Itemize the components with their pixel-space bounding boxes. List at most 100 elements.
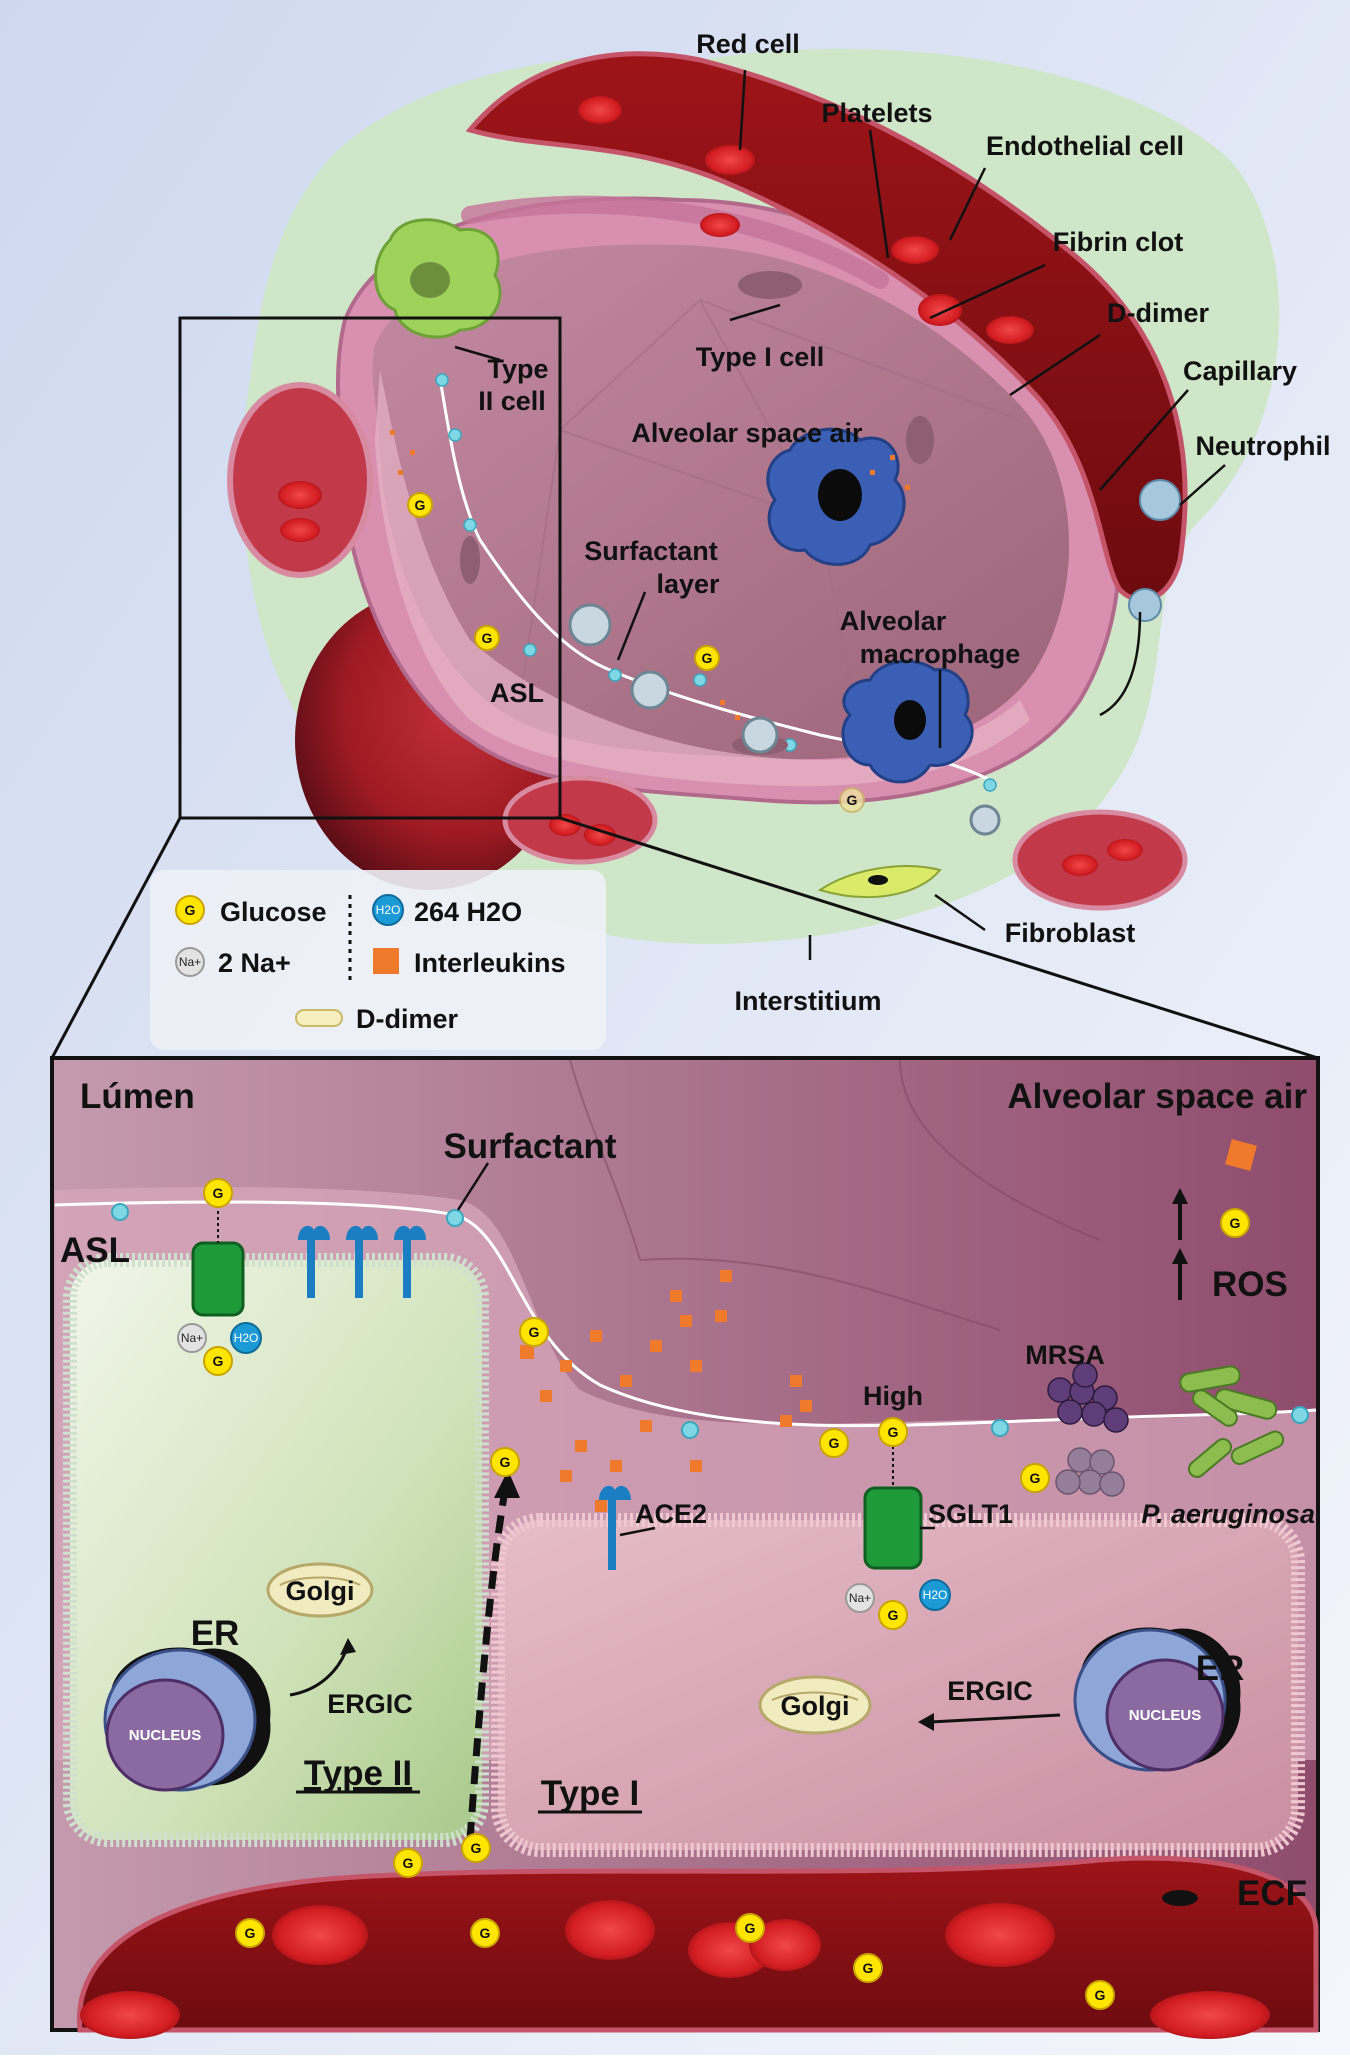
label-neutrophil: Neutrophil <box>1196 431 1331 461</box>
detail-surfactant-beads <box>111 1203 1309 1439</box>
red-cells-top <box>578 96 1034 344</box>
glucose-icon <box>235 1918 265 1948</box>
sodium-symbol-right: Na+ <box>849 1591 871 1605</box>
type-i-nucleus <box>738 271 802 299</box>
glucose-symbol: G <box>1095 1987 1106 2003</box>
glucose-symbol-top-3: G <box>702 650 713 666</box>
interleukins-top <box>390 430 910 720</box>
label-capillary: Capillary <box>1183 356 1297 386</box>
legend-d-dimer-label: D-dimer <box>356 1004 459 1034</box>
alveolar-macrophage-upper <box>766 427 906 566</box>
label-ergic-left: ERGIC <box>327 1689 413 1719</box>
detail-facets <box>569 1059 1101 1331</box>
label-fibrin-clot: Fibrin clot <box>1053 227 1184 257</box>
type-i-cell-body <box>491 1513 1305 1857</box>
glucose-icon <box>461 1833 491 1863</box>
sodium-symbol-left: Na+ <box>181 1331 203 1345</box>
label-asl: ASL <box>490 678 544 708</box>
transporter-molecules: Na+ H2O Na+ H2O <box>177 1322 951 1613</box>
er-complex-right: NUCLEUS <box>1073 1627 1241 1772</box>
label-type-ii-line2: II cell <box>478 386 546 416</box>
mrsa-cluster <box>1047 1362 1129 1433</box>
bottom-capillary-right <box>1012 809 1188 911</box>
glucose-icon <box>203 1346 233 1376</box>
legend-d-dimer-icon <box>295 1009 343 1027</box>
legend-water-icon <box>372 894 404 926</box>
legend-water-symbol: H2O <box>376 903 401 917</box>
glucose-symbol: G <box>1030 1470 1041 1486</box>
label-alveolar-space-air: Alveolar space air <box>631 418 863 448</box>
glucose-symbol: G <box>745 1920 756 1936</box>
glucose-symbol: G <box>471 1840 482 1856</box>
glucose-top: G G G G <box>407 492 865 813</box>
glucose-symbol: G <box>500 1454 511 1470</box>
er-complex-left: NUCLEUS <box>103 1647 271 1792</box>
label-sglt1: SGLT1 <box>928 1499 1013 1529</box>
endothelial-nucleus <box>1162 1890 1198 1906</box>
detail-leader-lines <box>456 1162 935 1537</box>
ace2-receptors <box>298 1225 631 1570</box>
glucose-icon <box>1220 1208 1250 1238</box>
label-er-left: ER <box>191 1614 240 1653</box>
label-surfactant-line2: layer <box>656 569 720 599</box>
label-golgi-left: Golgi <box>286 1576 355 1606</box>
leader-lines <box>454 69 1226 960</box>
type-ii-nucleus <box>410 262 450 298</box>
bottom-capillary-left <box>502 775 658 865</box>
legend-interleukin-icon <box>373 948 399 974</box>
label-detail-asl: ASL <box>60 1231 130 1270</box>
mrsa-shadow <box>1055 1447 1125 1497</box>
nucleus-label-left: NUCLEUS <box>129 1727 202 1744</box>
label-er-right: ER <box>1196 1649 1245 1688</box>
zoom-line-right <box>559 816 1319 1060</box>
label-platelets: Platelets <box>821 98 932 128</box>
label-high: High <box>863 1381 923 1411</box>
glucose-icon <box>878 1600 908 1630</box>
alveolar-facets <box>519 298 1021 741</box>
label-macrophage-line2: macrophage <box>860 639 1021 669</box>
type-i-nucleus-4 <box>460 536 480 584</box>
glucose-transport-arrowhead <box>494 1470 520 1498</box>
surfactant-beads <box>435 373 997 792</box>
fibroblast-cell <box>817 865 942 899</box>
label-ergic-right: ERGIC <box>947 1676 1033 1706</box>
legend-glucose-symbol: G <box>185 902 196 918</box>
label-golgi-right: Golgi <box>781 1691 850 1721</box>
ergic-arrow-right <box>929 1713 1061 1724</box>
interleukin-legend-marker <box>1225 1139 1257 1171</box>
label-red-cell: Red cell <box>696 29 800 59</box>
type-i-cell-wall <box>461 195 889 289</box>
label-macrophage-line1: Alveolar <box>840 606 947 636</box>
label-fibroblast: Fibroblast <box>1005 918 1136 948</box>
legend-water-label: 264 H2O <box>414 897 522 927</box>
cell-detail-panel: NUCLEUS NUCLEUS <box>50 1056 1320 2039</box>
surfactant-vesicles <box>568 603 1001 836</box>
zoom-line-left <box>50 817 182 1059</box>
glucose-icon <box>878 1417 908 1447</box>
glucose-symbol: G <box>888 1607 899 1623</box>
neutrophils <box>1128 479 1181 622</box>
glucose-icon <box>519 1317 549 1347</box>
water-symbol-right: H2O <box>923 1588 948 1602</box>
nucleus-label-right: NUCLEUS <box>1129 1707 1202 1724</box>
ergic-arrowhead-right <box>918 1713 934 1731</box>
glucose-icon <box>1020 1463 1050 1493</box>
type-i-nucleus-2 <box>906 416 934 464</box>
glucose-icon <box>203 1178 233 1208</box>
label-p-aeruginosa: P. aeruginosa <box>1141 1499 1315 1529</box>
label-lumen: Lúmen <box>80 1077 195 1116</box>
glucose-icon <box>819 1428 849 1458</box>
legend: G Glucose Na+ 2 Na+ H2O 264 H2O Interleu… <box>150 870 606 1050</box>
glucose-symbol-top-2: G <box>482 630 493 646</box>
glucose-symbol: G <box>480 1925 491 1941</box>
glucose-symbol: G <box>529 1324 540 1340</box>
label-type-i-cell: Type I cell <box>696 342 825 372</box>
legend-sodium-icon <box>175 947 205 977</box>
label-type-ii: Type II <box>304 1754 412 1793</box>
label-detail-alveolar-space-air: Alveolar space air <box>1007 1077 1307 1116</box>
label-type-ii-line1: Type <box>487 354 548 384</box>
glucose-symbol: G <box>213 1185 224 1201</box>
left-capillary <box>227 382 373 578</box>
